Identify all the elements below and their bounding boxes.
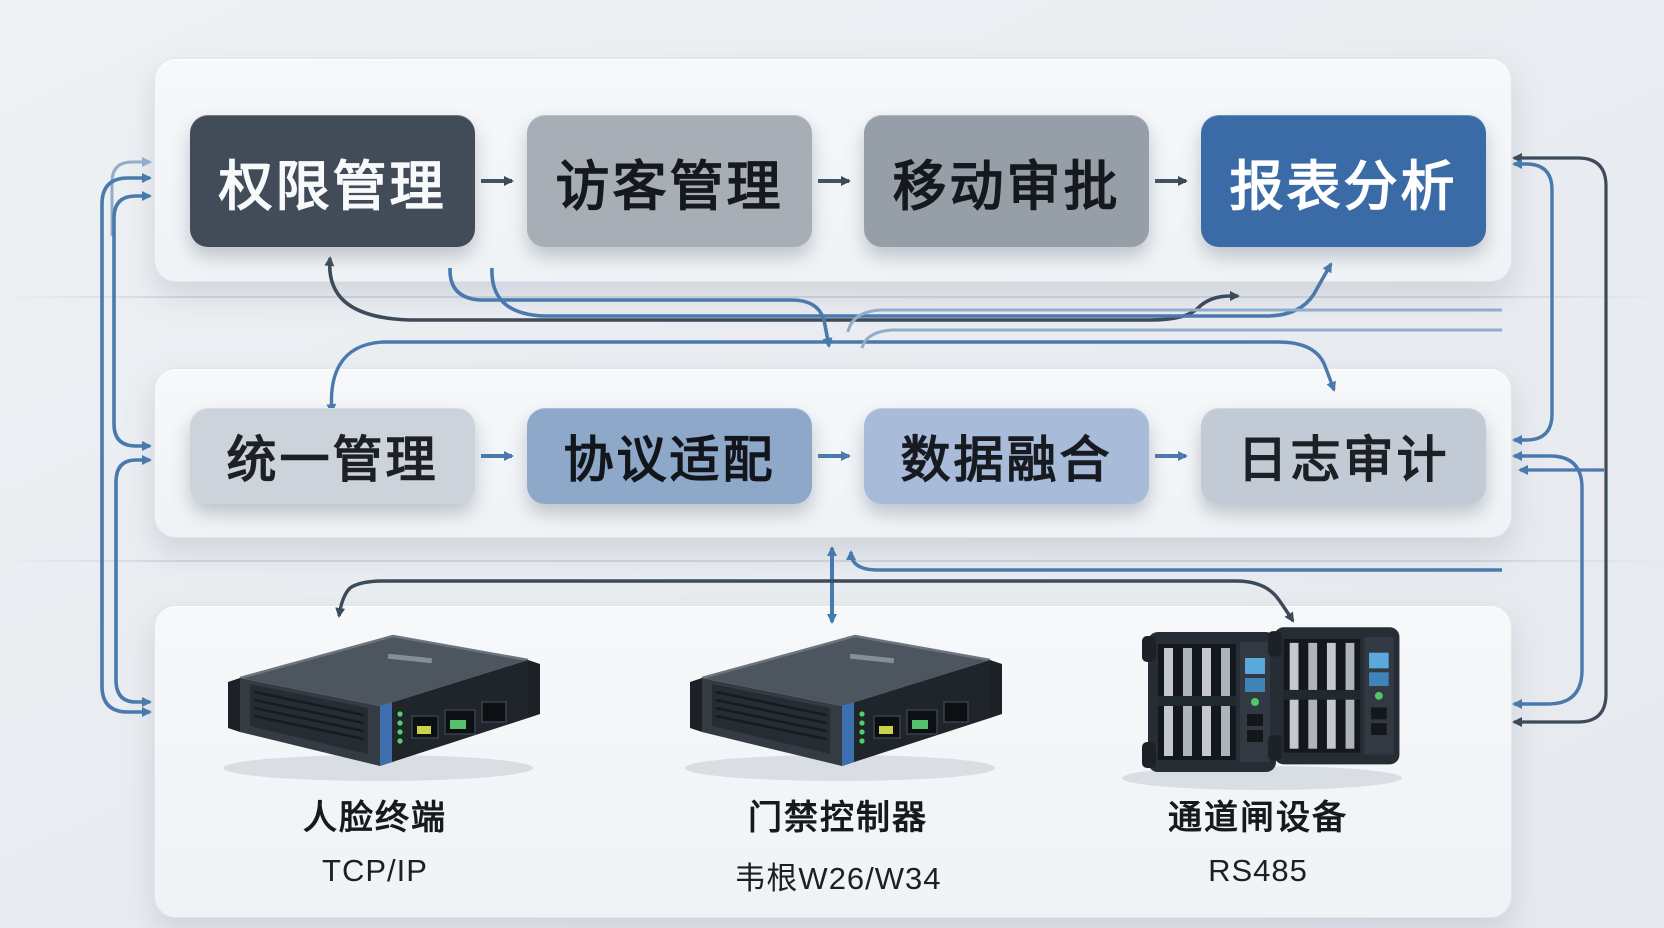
node-data-fusion-label: 数据融合 — [900, 432, 1113, 488]
device-shadow-2 — [685, 755, 995, 781]
device-shadow-3 — [1122, 766, 1402, 790]
connector-bus-unified-audit — [326, 340, 1336, 414]
connector-band-line-2 — [860, 328, 1502, 349]
node-unified-management: 统一管理 — [190, 408, 475, 504]
connector-band-line-1 — [846, 308, 1502, 333]
node-visitor-management-label: 访客管理 — [555, 156, 784, 217]
middle-bottom-band-connectors — [335, 546, 1502, 624]
access-controller-name: 门禁控制器 — [748, 799, 928, 837]
gate-device-protocol: RS485 — [1208, 853, 1308, 888]
connector-right-outer-loop — [1512, 153, 1608, 727]
connector-right-top-mid-loop — [1512, 159, 1554, 445]
node-permission-management: 权限管理 — [190, 115, 475, 247]
node-data-fusion: 数据融合 — [864, 408, 1149, 504]
connector-bus-devices — [335, 579, 1295, 623]
access-controller-device-image — [688, 634, 1004, 768]
right-loop-connectors — [1512, 153, 1608, 727]
node-permission-management-label: 权限管理 — [218, 156, 447, 217]
node-mobile-approval-label: 移动审批 — [892, 156, 1121, 217]
top-middle-band-connectors — [324, 256, 1502, 414]
node-unified-management-label: 统一管理 — [226, 432, 439, 488]
face-terminal-protocol: TCP/IP — [322, 853, 428, 888]
device-shadow-1 — [223, 755, 533, 781]
connector-up-into-permission — [324, 256, 1240, 322]
node-report-analysis: 报表分析 — [1201, 115, 1486, 247]
connector-left-outer-loop — [100, 173, 152, 717]
node-protocol-adaptation-label: 协议适配 — [563, 432, 776, 488]
connector-left-mid-bottom-loop — [114, 455, 152, 707]
node-report-analysis-label: 报表分析 — [1229, 156, 1458, 217]
face-terminal-name: 人脸终端 — [303, 799, 447, 837]
access-controller-label-group: 门禁控制器 韦根W26/W34 — [658, 790, 1018, 898]
node-visitor-management: 访客管理 — [527, 115, 812, 247]
node-log-audit-label: 日志审计 — [1237, 432, 1450, 488]
face-terminal-label-group: 人脸终端 TCP/IP — [195, 790, 555, 889]
gate-device-image — [1142, 627, 1400, 772]
connector-right-mid-bottom-loop — [1512, 451, 1584, 709]
connector-left-top-mid-loop — [112, 191, 152, 451]
node-log-audit: 日志审计 — [1201, 408, 1486, 504]
gate-device-name: 通道闸设备 — [1168, 799, 1348, 837]
node-mobile-approval: 移动审批 — [864, 115, 1149, 247]
connector-up-into-platform-bottom — [846, 550, 1502, 572]
gate-device-label-group: 通道闸设备 RS485 — [1078, 790, 1438, 889]
access-controller-protocol: 韦根W26/W34 — [734, 861, 942, 896]
node-protocol-adaptation: 协议适配 — [527, 408, 812, 504]
left-loop-connectors — [100, 157, 152, 717]
face-terminal-device-image — [226, 634, 542, 768]
connector-down-into-platform — [448, 267, 833, 348]
